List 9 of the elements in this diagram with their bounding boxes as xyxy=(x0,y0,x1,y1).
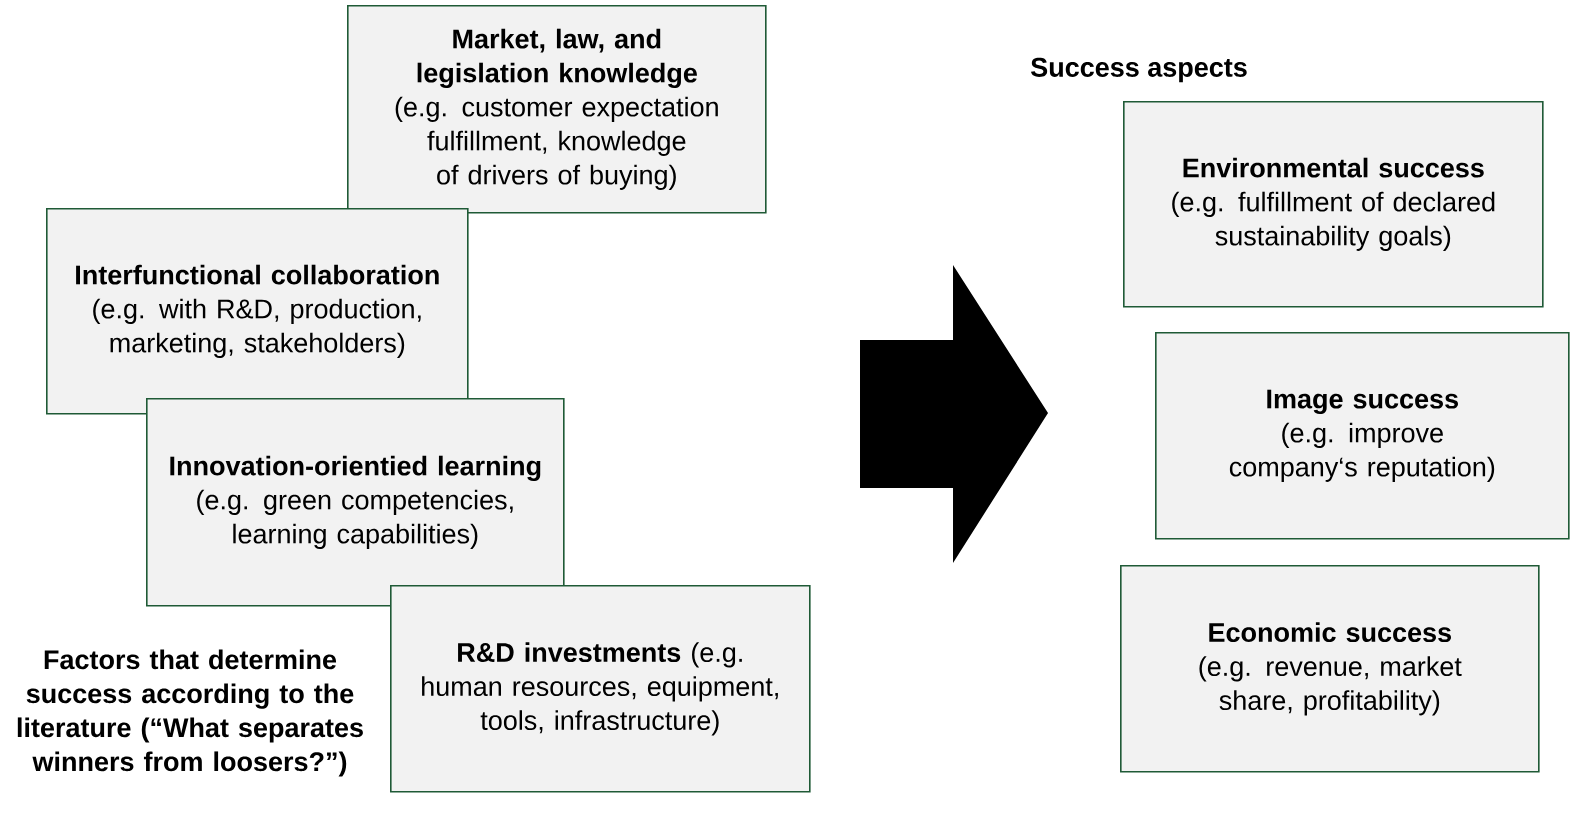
text-box: R&D investments (e.g. human resources, equipment, tools, infrastructure) xyxy=(390,585,811,793)
heading: Factors that determine success according to the literature (“What separates winners from loosers?”) xyxy=(17,649,363,777)
text-box: Economic success (e.g. revenue, market share, profitability) xyxy=(1120,565,1540,773)
heading: Success aspects xyxy=(1031,57,1247,83)
text-box: Environmental success (e.g. fulfillment of declared sustainability goals) xyxy=(1123,101,1544,308)
text-box: Market, law, and legislation knowledge (e.g. customer expectation fulfillment, knowledge of drivers of buying) xyxy=(347,5,767,214)
text-box: Image success (e.g. improve company‘s reputation) xyxy=(1155,332,1570,540)
text-box: Innovation-orientied learning (e.g. green competencies, learning capabilities) xyxy=(146,398,565,607)
text-box: Interfunctional collaboration (e.g. with R&D, production, marketing, stakeholders) xyxy=(46,208,469,415)
